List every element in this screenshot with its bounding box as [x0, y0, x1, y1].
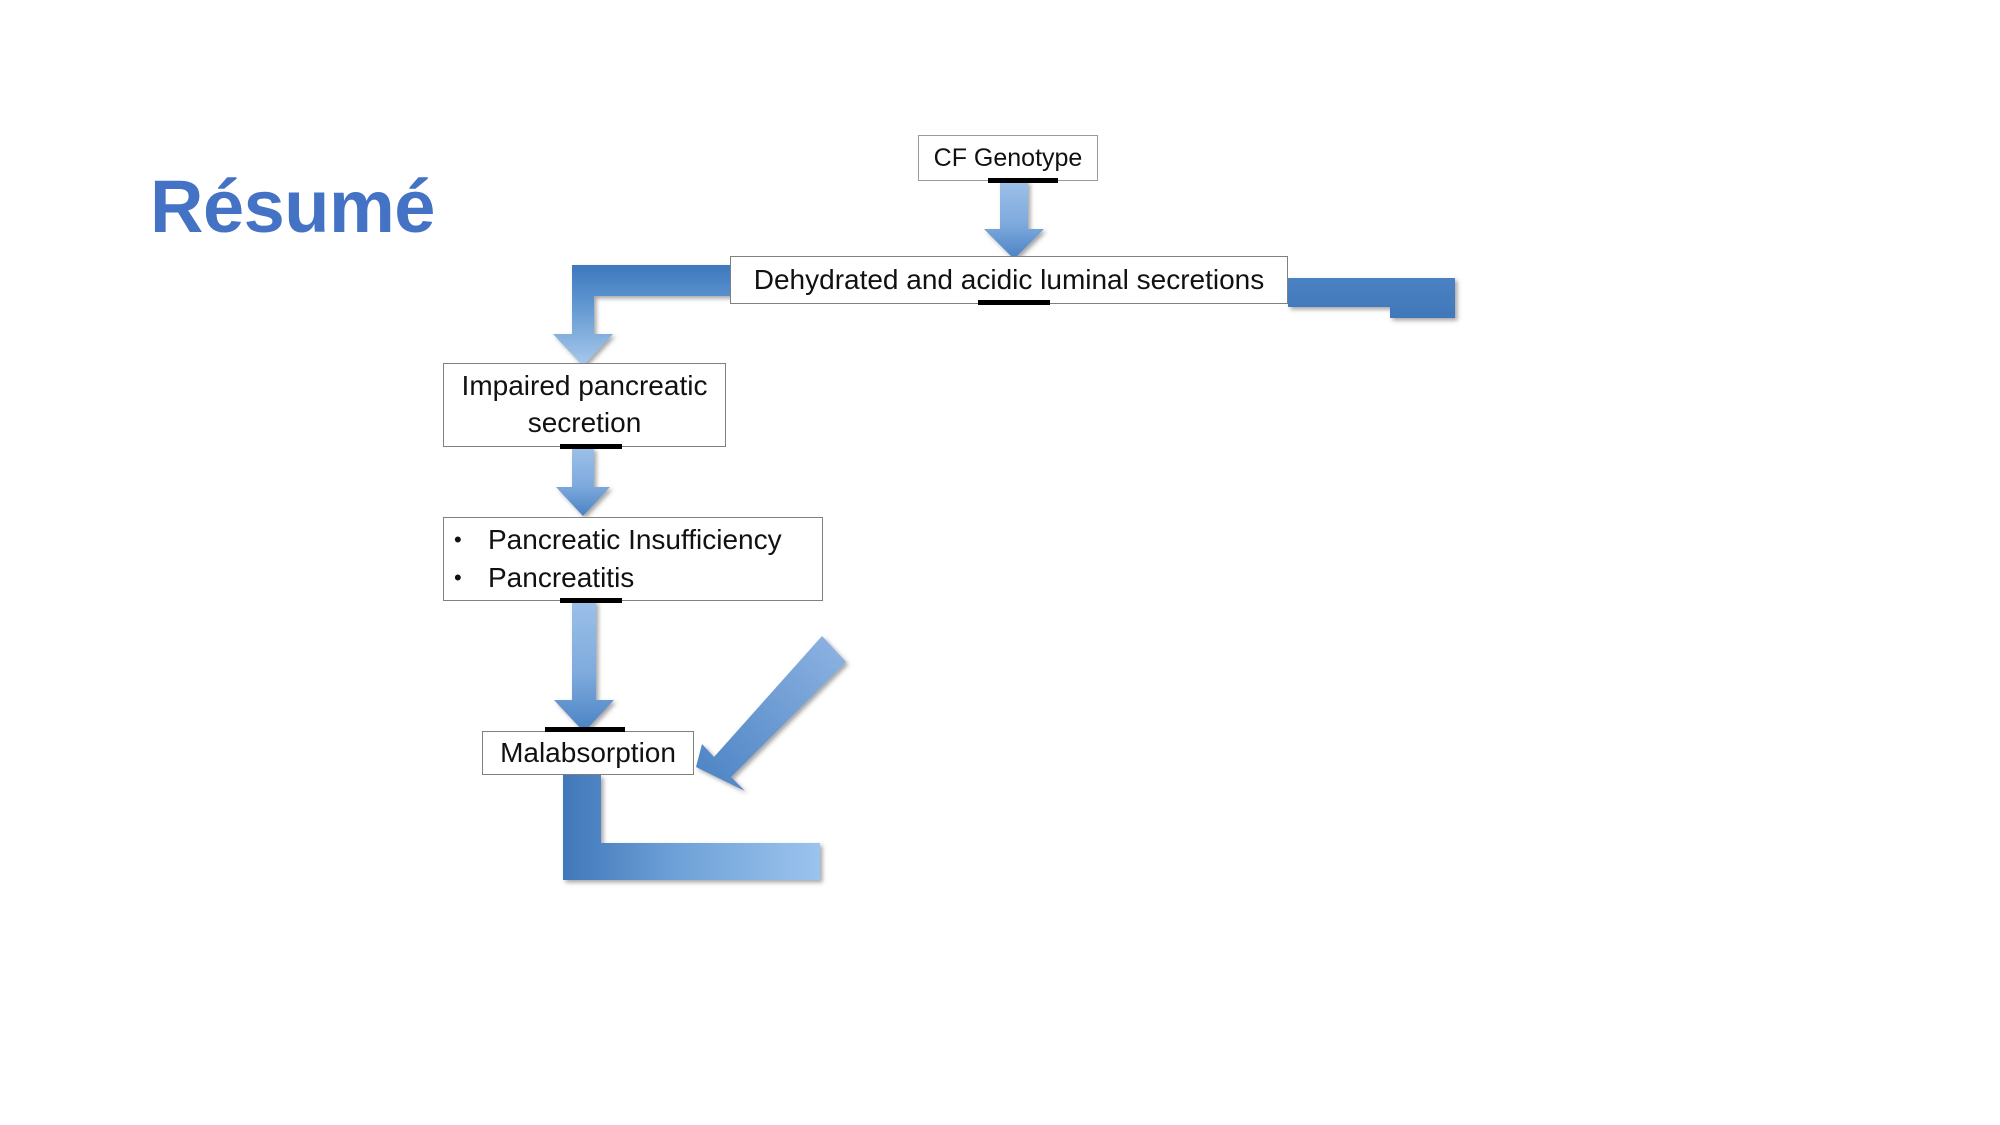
connector-cf-to-dehydrated: [984, 181, 1044, 259]
list-item-label: Pancreatitis: [488, 562, 635, 593]
selection-handle-impaired: [560, 444, 622, 449]
list-item: • Pancreatic Insufficiency: [454, 521, 782, 559]
flow-node-dehydrated-secretions[interactable]: Dehydrated and acidic luminal secretions: [730, 256, 1288, 304]
selection-handle-cf-genotype: [988, 178, 1058, 183]
bullet-list: • Pancreatic Insufficiency • Pancreatitis: [454, 521, 782, 596]
flow-node-cf-genotype[interactable]: CF Genotype: [918, 135, 1098, 181]
flow-node-malabsorption[interactable]: Malabsorption: [482, 731, 694, 775]
connector-diagonal-to-malabsorption: [696, 636, 846, 791]
list-item: • Pancreatitis: [454, 559, 782, 597]
connector-bullets-to-malabsorption: [554, 601, 614, 732]
bullet-icon: •: [454, 565, 462, 590]
list-item-label: Pancreatic Insufficiency: [488, 524, 782, 556]
page-title: Résumé: [150, 165, 435, 248]
connector-impaired-to-bullets: [556, 448, 610, 516]
selection-handle-dehydrated: [978, 300, 1050, 305]
connector-dehydrated-right-branch: [1288, 278, 1455, 318]
flow-node-malabsorption-label: Malabsorption: [500, 737, 676, 768]
selection-handle-bullets: [560, 598, 622, 603]
flow-node-cf-genotype-label: CF Genotype: [933, 143, 1083, 172]
selection-handle-malabsorption: [545, 727, 625, 732]
bullet-icon: •: [454, 527, 462, 553]
connector-dehydrated-to-impaired: [553, 265, 735, 366]
flow-node-impaired-pancreatic-secretion-label: Impaired pancreatic secretion: [461, 370, 708, 438]
connector-malabsorption-branch: [563, 775, 820, 880]
flow-node-pancreatic-outcomes[interactable]: • Pancreatic Insufficiency • Pancreatitis: [443, 517, 823, 601]
flow-node-dehydrated-secretions-label: Dehydrated and acidic luminal secretions: [753, 264, 1265, 295]
flow-node-impaired-pancreatic-secretion[interactable]: Impaired pancreatic secretion: [443, 363, 726, 447]
